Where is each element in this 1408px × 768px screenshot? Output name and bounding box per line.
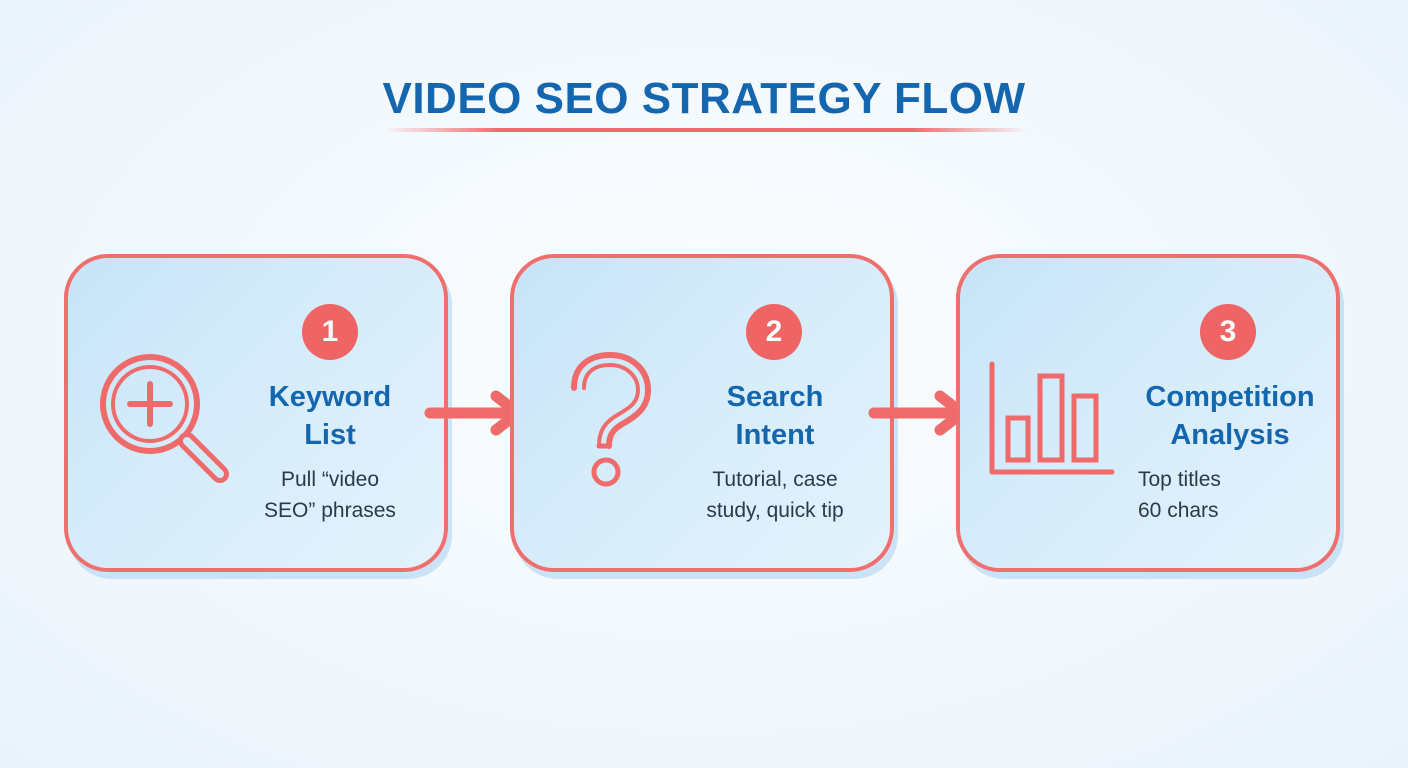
step-heading: Keyword List [220, 378, 440, 454]
step-description: Top titles 60 chars [1138, 464, 1338, 526]
question-mark-icon [571, 352, 651, 487]
step-description-line: study, quick tip [706, 499, 844, 522]
step-card-search-intent: 2 Search Intent Tutorial, case study, qu… [510, 254, 894, 572]
step-description-line: 60 chars [1138, 499, 1219, 522]
step-description: Pull “video SEO” phrases [220, 464, 440, 526]
step-description: Tutorial, case study, quick tip [664, 464, 886, 526]
step-description-line: Top titles [1138, 468, 1221, 491]
step-description-line: SEO” phrases [264, 499, 396, 522]
bar-chart-icon [989, 361, 1115, 475]
step-heading-line: Keyword [268, 381, 392, 413]
step-heading: Search Intent [664, 378, 886, 454]
step-card-keyword-list: 1 Keyword List Pull “video SEO” phrases [64, 254, 448, 572]
step-number-badge: 3 [1200, 304, 1256, 360]
title-underline [384, 128, 1028, 132]
step-heading-line: Analysis [1170, 419, 1290, 451]
step-heading-line: List [304, 419, 356, 451]
step-number-badge: 2 [746, 304, 802, 360]
step-card-competition-analysis: 3 Competition Analysis Top titles 60 cha… [956, 254, 1340, 572]
step-number-badge: 1 [302, 304, 358, 360]
page-title: VIDEO SEO STRATEGY FLOW [382, 74, 1026, 123]
step-heading-line: Competition [1145, 381, 1315, 413]
magnifier-plus-icon [100, 354, 229, 483]
step-heading-line: Intent [735, 419, 815, 451]
arrow-right-icon [868, 390, 968, 436]
step-heading-line: Search [726, 381, 824, 413]
step-description-line: Pull “video [280, 468, 380, 491]
step-description-line: Tutorial, case [712, 468, 838, 491]
step-heading: Competition Analysis [1120, 378, 1340, 454]
